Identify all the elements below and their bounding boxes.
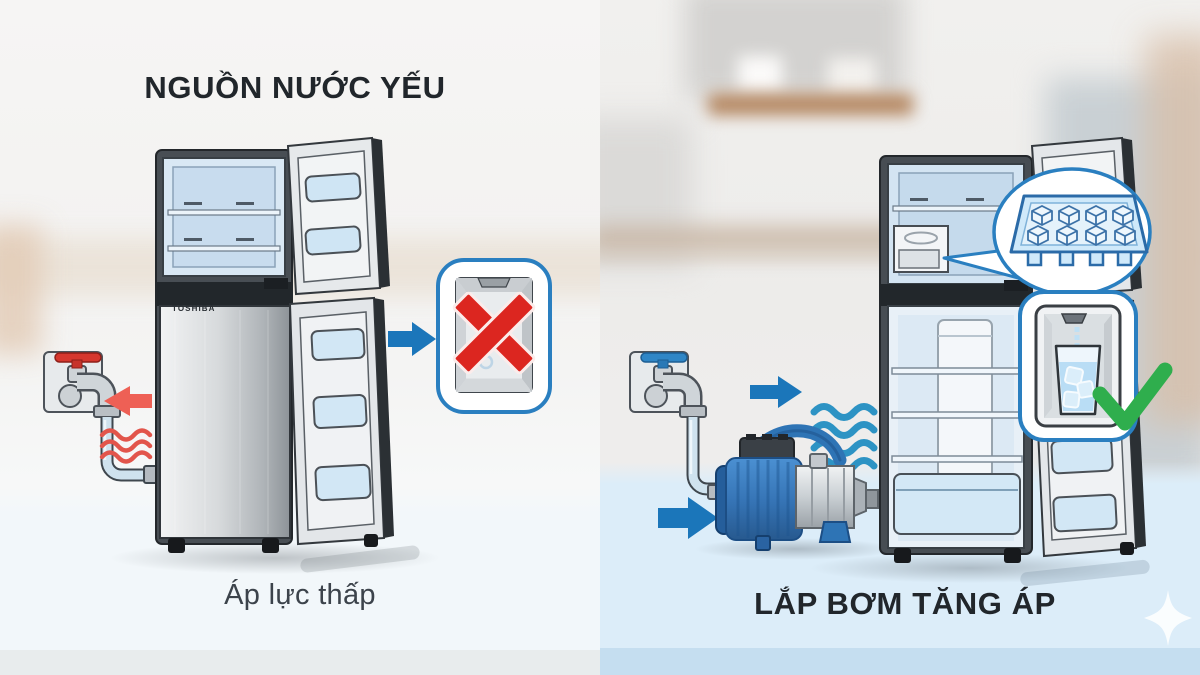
sparkle-icon (1144, 590, 1192, 646)
fridge-shadow (110, 542, 440, 574)
weak-flow-arrow-icon (104, 386, 152, 416)
blurred-warm-edge (1145, 35, 1200, 425)
fridge-weak (155, 136, 394, 553)
right-panel-caption: LẮP BƠM TĂNG ÁP (754, 586, 1056, 621)
ice-cube-tray-icon (1009, 194, 1149, 267)
ice-maker (893, 225, 949, 273)
left-floor-strip (0, 650, 600, 675)
blurred-warm-edge (0, 225, 42, 355)
blue-valve-handle-icon (640, 352, 688, 369)
pump-arrow-icon (658, 497, 718, 539)
dispenser-blocked-badge (436, 258, 552, 414)
booster-pump-scene (629, 136, 1192, 646)
fridge-door-open (288, 296, 394, 546)
ice-cubes (1027, 204, 1136, 247)
water-glass-icon (1054, 344, 1102, 416)
weak-water-scene (43, 136, 552, 574)
door-shadow (1020, 559, 1150, 587)
water-pipe (686, 417, 715, 496)
left-panel-caption: Áp lực thấp (224, 579, 376, 611)
faucet-strong (629, 351, 707, 418)
blurred-dish (738, 56, 782, 94)
strong-flow-arrow-icon (750, 376, 802, 408)
fridge-brand-logo: TOSHIBA (172, 304, 216, 313)
crisper-drawer (893, 473, 1021, 535)
door-shadow (300, 545, 420, 573)
weak-flow-waves-icon (99, 428, 153, 464)
pump-shadow (695, 538, 895, 560)
water-tank (937, 319, 993, 479)
red-cross-icon (452, 291, 536, 375)
ice-tray-callout (942, 167, 1152, 297)
faucet-weak (43, 351, 121, 418)
blurred-dish (828, 58, 876, 98)
red-valve-handle-icon (54, 352, 102, 369)
green-check-icon (1092, 362, 1173, 431)
fridge-shadow (810, 553, 1130, 583)
blurred-wood-shelf (708, 94, 913, 115)
right-floor-strip (600, 648, 1200, 675)
dispenser-ok-badge (1018, 290, 1173, 442)
to-dispenser-arrow-icon (388, 322, 436, 356)
freezer-door-open (286, 136, 390, 296)
left-panel-title: NGUỒN NƯỚC YẾU (144, 70, 446, 105)
